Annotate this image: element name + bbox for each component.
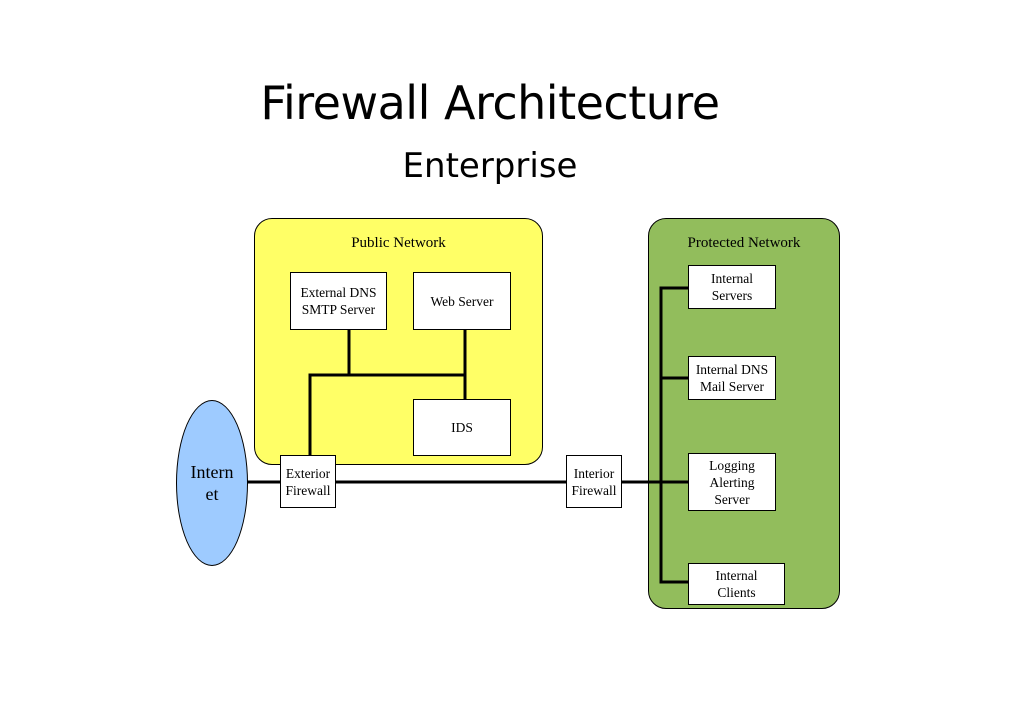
internal-dns-mail-node: Internal DNS Mail Server	[688, 356, 776, 400]
internal-servers-node: Internal Servers	[688, 265, 776, 309]
internet-cloud: Intern et	[176, 400, 248, 566]
public-network-label: Public Network	[351, 235, 446, 251]
interior-firewall-node: Interior Firewall	[566, 455, 622, 508]
external-dns-smtp-node: External DNS SMTP Server	[290, 272, 387, 330]
protected-network-label: Protected Network	[687, 235, 801, 251]
ids-node: IDS	[413, 399, 511, 456]
page-subtitle: Enterprise	[402, 146, 578, 186]
exterior-firewall-node: Exterior Firewall	[280, 455, 336, 508]
logging-alerting-server-node: Logging Alerting Server	[688, 453, 776, 511]
internal-clients-node: Internal Clients	[688, 563, 785, 605]
web-server-node: Web Server	[413, 272, 511, 330]
page-title: Firewall Architecture	[260, 76, 720, 130]
